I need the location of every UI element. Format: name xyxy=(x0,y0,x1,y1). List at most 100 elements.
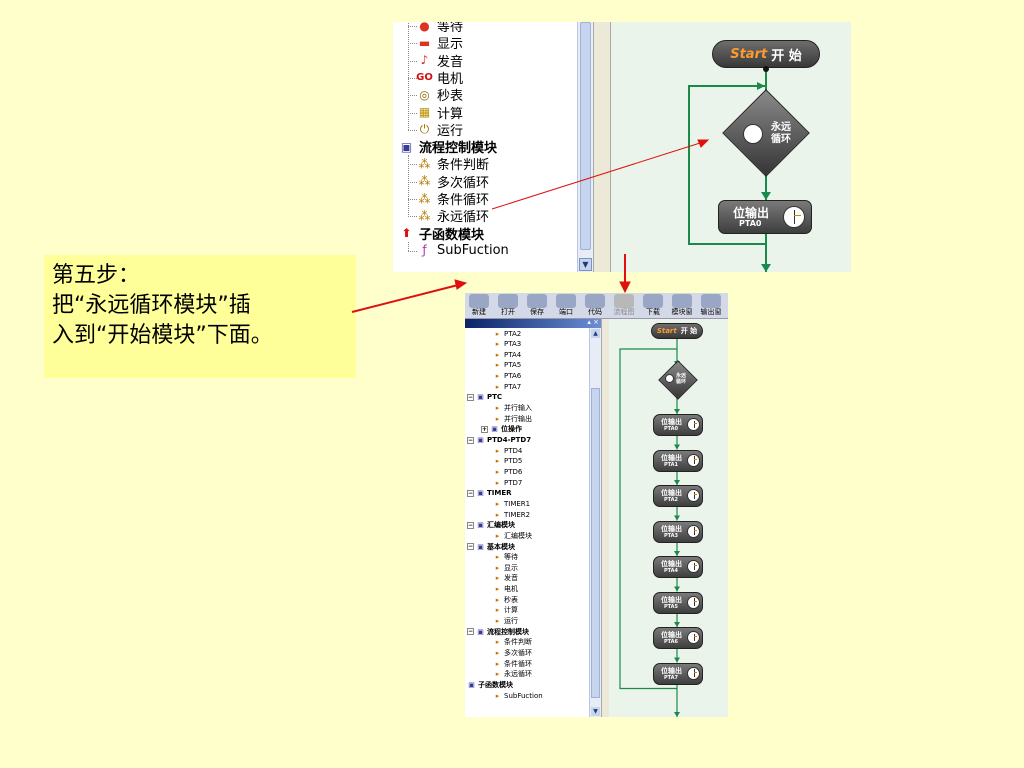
tree-scrollbar-2[interactable]: ▲ ▼ xyxy=(589,328,601,717)
tree-scrollbar[interactable]: ▼ xyxy=(577,22,593,272)
start-block-2[interactable]: Start 开 始 xyxy=(651,323,703,339)
tree-item[interactable]: ▸发音 xyxy=(493,573,518,584)
tree-item[interactable]: ▸PTD4 xyxy=(493,445,523,456)
tree-item-label: 发音 xyxy=(504,574,518,583)
tree-item[interactable]: −▣流程控制模块 xyxy=(467,626,529,637)
collapse-icon[interactable]: − xyxy=(467,521,474,529)
scrollbar-thumb-2[interactable] xyxy=(591,388,600,698)
tree-item[interactable]: ▸条件循环 xyxy=(493,658,532,669)
toolbar-button[interactable]: 打开 xyxy=(496,293,520,318)
tree-item[interactable]: ▸并行输入 xyxy=(493,403,532,414)
tree-item[interactable]: ▸PTD5 xyxy=(493,456,523,467)
switch-icon xyxy=(687,595,700,609)
tree-item[interactable]: ⬆子函数模块 xyxy=(399,225,484,243)
tree-item[interactable]: ▸永远循环 xyxy=(493,669,532,680)
tree-item[interactable]: ▸SubFuction xyxy=(493,690,543,701)
tree-item[interactable]: ▸PTA7 xyxy=(493,381,521,392)
start-block[interactable]: Start 开 始 xyxy=(712,40,820,68)
toolbar-button[interactable]: 输出窗 xyxy=(699,293,723,318)
tree-item-label: 子函数模块 xyxy=(478,680,513,689)
tree-connector xyxy=(408,199,417,200)
tree-item[interactable]: ⏻运行 xyxy=(417,121,463,139)
panel-splitter[interactable] xyxy=(593,22,611,272)
tree-item[interactable]: ▸多次循环 xyxy=(493,648,532,659)
collapse-icon[interactable]: − xyxy=(467,393,474,401)
collapse-icon[interactable]: − xyxy=(467,543,474,550)
tree-item[interactable]: ▸PTA5 xyxy=(493,360,521,371)
tree-item[interactable]: ▸PTA6 xyxy=(493,371,521,382)
tree-item[interactable]: ▸秒表 xyxy=(493,594,518,605)
scroll-down-button-2[interactable]: ▼ xyxy=(591,707,600,716)
toolbar-button[interactable]: 新建 xyxy=(467,293,491,318)
toolbar-button[interactable]: 端口 xyxy=(554,293,578,318)
toolbar-button[interactable]: 代码 xyxy=(583,293,607,318)
bit-output-block[interactable]: 位输出 PTA0 xyxy=(718,200,812,234)
expand-icon[interactable]: + xyxy=(481,425,488,433)
tree-item[interactable]: ◎秒表 xyxy=(417,86,463,105)
tree-item[interactable]: ▣子函数模块 xyxy=(467,679,513,690)
toolbar-button[interactable]: 流程图 xyxy=(612,293,636,318)
tree-item[interactable]: ▸电机 xyxy=(493,584,518,595)
tree-item[interactable]: ♪发音 xyxy=(417,52,463,70)
tree-connector xyxy=(408,250,417,252)
tree-item[interactable]: −▣PTD4-PTD7 xyxy=(467,435,531,446)
scrollbar-thumb[interactable] xyxy=(580,22,591,250)
collapse-icon[interactable]: − xyxy=(467,436,474,444)
tree-item[interactable]: ▸PTD6 xyxy=(493,466,523,477)
tree-item[interactable]: ⁂多次循环 xyxy=(417,173,490,191)
tree-item[interactable]: −▣PTC xyxy=(467,392,502,403)
tree-item[interactable]: ▸条件判断 xyxy=(493,637,532,648)
tree-item[interactable]: ▬显示 xyxy=(417,34,463,53)
tree-item[interactable]: ●等待 xyxy=(417,22,463,35)
flowchart-canvas[interactable]: Start 开 始 永远 循环 位输出 PTA0 xyxy=(611,22,851,272)
tree-item[interactable]: −▣TIMER xyxy=(467,488,512,499)
tree-item[interactable]: +▣位操作 xyxy=(481,424,522,435)
tree-item[interactable]: ▸TIMER1 xyxy=(493,498,530,509)
tree-item[interactable]: ▸PTD7 xyxy=(493,477,523,488)
toolbar-button[interactable]: 保存 xyxy=(525,293,549,318)
tree-item[interactable]: ▸等待 xyxy=(493,552,518,563)
toolbar-button[interactable]: 模块窗 xyxy=(670,293,694,318)
flow-icon: ⁂ xyxy=(418,174,431,189)
tree-item[interactable]: ▸显示 xyxy=(493,562,518,573)
tree-item[interactable]: ▸TIMER2 xyxy=(493,509,530,520)
toolbar-button[interactable]: 下载 xyxy=(641,293,665,318)
tree-item[interactable]: ⁂条件循环 xyxy=(417,190,490,209)
toolbar-label: 代码 xyxy=(588,308,602,316)
tree-item[interactable]: ⁂条件判断 xyxy=(417,155,490,174)
tree-item[interactable]: ▸PTA3 xyxy=(493,339,521,350)
tree-connector xyxy=(408,77,417,79)
tree-item[interactable]: ▸PTA4 xyxy=(493,349,521,360)
instruction-note: 第五步： 把“永远循环模块”插 入到“开始模块”下面。 xyxy=(44,255,356,378)
collapse-icon[interactable]: − xyxy=(467,489,474,497)
tree-item[interactable]: ▸PTA2 xyxy=(493,328,521,339)
panel-controls[interactable]: ▴ × xyxy=(587,318,599,326)
tree-item[interactable]: −▣汇编模块 xyxy=(467,520,515,531)
tree-item[interactable]: ▸并行输出 xyxy=(493,413,532,424)
tree-item[interactable]: ▦计算 xyxy=(417,104,463,122)
collapse-icon[interactable]: − xyxy=(467,628,474,636)
tree-item[interactable]: ▣流程控制模块 xyxy=(399,138,497,157)
tree-item[interactable]: −▣基本模块 xyxy=(467,541,515,552)
module-tree-panel-2[interactable]: ▸PTA2▸PTA3▸PTA4▸PTA5▸PTA6▸PTA7−▣PTC▸并行输入… xyxy=(465,328,589,717)
module-icon: ▸ xyxy=(495,329,500,338)
scroll-down-button[interactable]: ▼ xyxy=(579,258,592,271)
tree-item[interactable]: ▸运行 xyxy=(493,616,518,627)
tree-item[interactable]: ▸计算 xyxy=(493,605,518,616)
panel-splitter-2[interactable] xyxy=(601,319,609,717)
scroll-up-button[interactable]: ▲ xyxy=(591,329,600,338)
tree-item[interactable]: ▸汇编模块 xyxy=(493,530,532,541)
tree-item[interactable]: ⁂永远循环 xyxy=(417,207,490,226)
